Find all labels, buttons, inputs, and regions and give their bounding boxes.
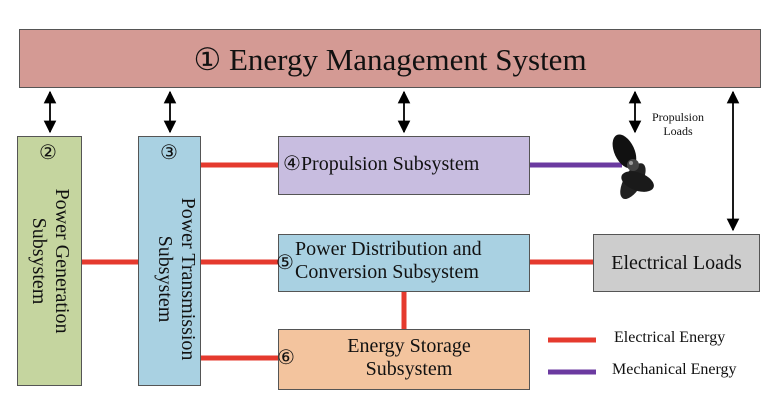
energy-management-system-box: ① Energy Management System xyxy=(19,29,761,88)
propulsion-number: ④ xyxy=(283,153,301,175)
power-generation-label: Power Generation Subsystem xyxy=(27,189,73,334)
propulsion-loads-line1: Propulsion xyxy=(652,110,705,124)
power-distribution-line1: Power Distribution and xyxy=(295,238,482,260)
energy-storage-box: Energy Storage Subsystem xyxy=(278,329,530,390)
energy-storage-line2: Subsystem xyxy=(365,358,453,380)
propulsion-loads-label: Propulsion Loads xyxy=(652,110,704,139)
ems-label: Energy Management System xyxy=(228,42,587,77)
generation-number: ② xyxy=(39,142,57,164)
transmission-number: ③ xyxy=(160,142,178,164)
propeller-icon xyxy=(612,134,654,200)
power-distribution-label: Power Distribution and Conversion Subsys… xyxy=(295,238,482,284)
power-generation-box: Power Generation Subsystem xyxy=(17,136,82,386)
power-distribution-box: Power Distribution and Conversion Subsys… xyxy=(278,234,530,292)
electrical-loads-label: Electrical Loads xyxy=(611,252,742,274)
power-generation-line2: Subsystem xyxy=(27,217,50,305)
power-transmission-label: Power Transmission Subsystem xyxy=(153,198,199,361)
ems-number: ① xyxy=(193,42,222,77)
propulsion-subsystem-box: ④Propulsion Subsystem xyxy=(278,136,530,195)
power-distribution-line2: Conversion Subsystem xyxy=(295,261,479,283)
power-generation-line1: Power Generation xyxy=(50,188,73,334)
energy-storage-line1: Energy Storage xyxy=(347,335,471,357)
propulsion-label: Propulsion Subsystem xyxy=(300,153,480,175)
legend-mechanical-label: Mechanical Energy xyxy=(612,361,737,378)
storage-number: ⑥ xyxy=(277,347,295,369)
propulsion-loads-line2: Loads xyxy=(663,124,693,139)
propulsion-title: ④Propulsion Subsystem xyxy=(283,153,479,176)
energy-storage-label: Energy Storage Subsystem xyxy=(329,335,489,381)
power-transmission-line1: Power Transmission xyxy=(176,197,199,361)
distribution-number: ⑤ xyxy=(276,252,294,274)
ems-title: ① Energy Management System xyxy=(20,42,760,78)
electrical-loads-box: Electrical Loads xyxy=(593,234,760,292)
power-transmission-box: Power Transmission Subsystem xyxy=(138,136,201,386)
power-transmission-line2: Subsystem xyxy=(153,235,176,323)
legend-electrical-label: Electrical Energy xyxy=(614,329,726,346)
